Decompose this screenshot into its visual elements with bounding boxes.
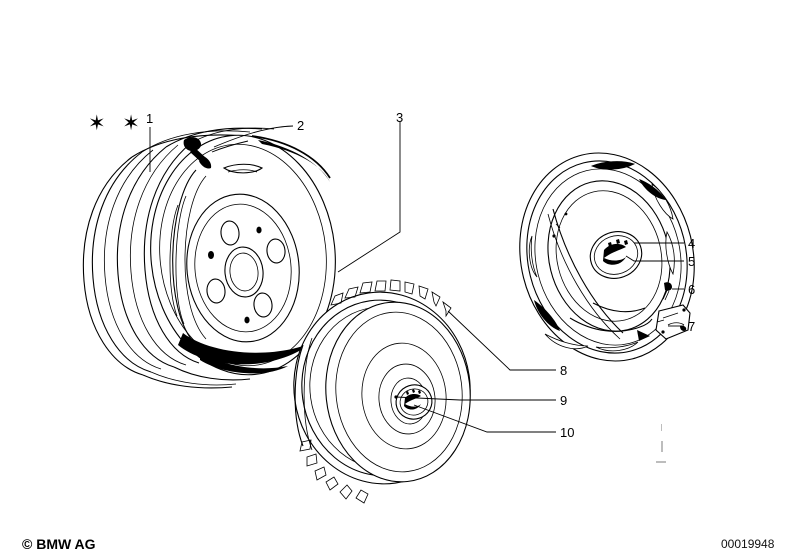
star-marker: ✶ ✶ — [88, 111, 145, 135]
scan-artifact — [661, 441, 663, 452]
rim-barrel-profile — [82, 127, 275, 389]
hub-cap-small-teeth-lower — [299, 439, 369, 504]
hub-cap-small-group — [293, 279, 471, 504]
leader-8 — [447, 310, 556, 371]
tire-valve-stem — [183, 137, 212, 169]
wheel-disc-face — [150, 134, 336, 376]
drawing-number: 00019948 — [721, 537, 775, 551]
rim-shadow — [178, 333, 318, 374]
bmw-roundel-emblem-large — [589, 231, 643, 279]
scan-artifact — [656, 461, 666, 463]
callout-5[interactable]: 5 — [688, 254, 696, 269]
callout-2[interactable]: 2 — [297, 118, 305, 133]
leader-2 — [213, 125, 294, 148]
copyright-notice: © BMW AG — [22, 536, 96, 552]
callout-1[interactable]: 1 — [146, 111, 154, 126]
rivet — [662, 282, 672, 301]
hub-cap-small-dome — [325, 301, 471, 483]
callout-6[interactable]: 6 — [688, 282, 696, 297]
hub-cap-large-group — [519, 152, 695, 362]
steel-wheel-rim-group — [82, 127, 336, 389]
leader-10 — [413, 404, 556, 433]
leader-2b — [211, 140, 249, 153]
leader-9 — [395, 396, 556, 401]
scan-artifact — [661, 424, 662, 431]
callout-4[interactable]: 4 — [688, 236, 696, 251]
callout-10[interactable]: 10 — [560, 425, 575, 440]
callout-8[interactable]: 8 — [560, 363, 568, 378]
hub-cap-small-teeth — [330, 279, 452, 318]
hub-cap-large-slots — [528, 161, 675, 352]
leader-lines — [149, 122, 684, 433]
retaining-clip-bracket — [655, 304, 691, 340]
leader-3 — [337, 122, 401, 273]
callout-7[interactable]: 7 — [688, 319, 696, 334]
callout-9[interactable]: 9 — [560, 393, 568, 408]
leader-5 — [625, 255, 684, 262]
callout-3[interactable]: 3 — [396, 110, 404, 125]
